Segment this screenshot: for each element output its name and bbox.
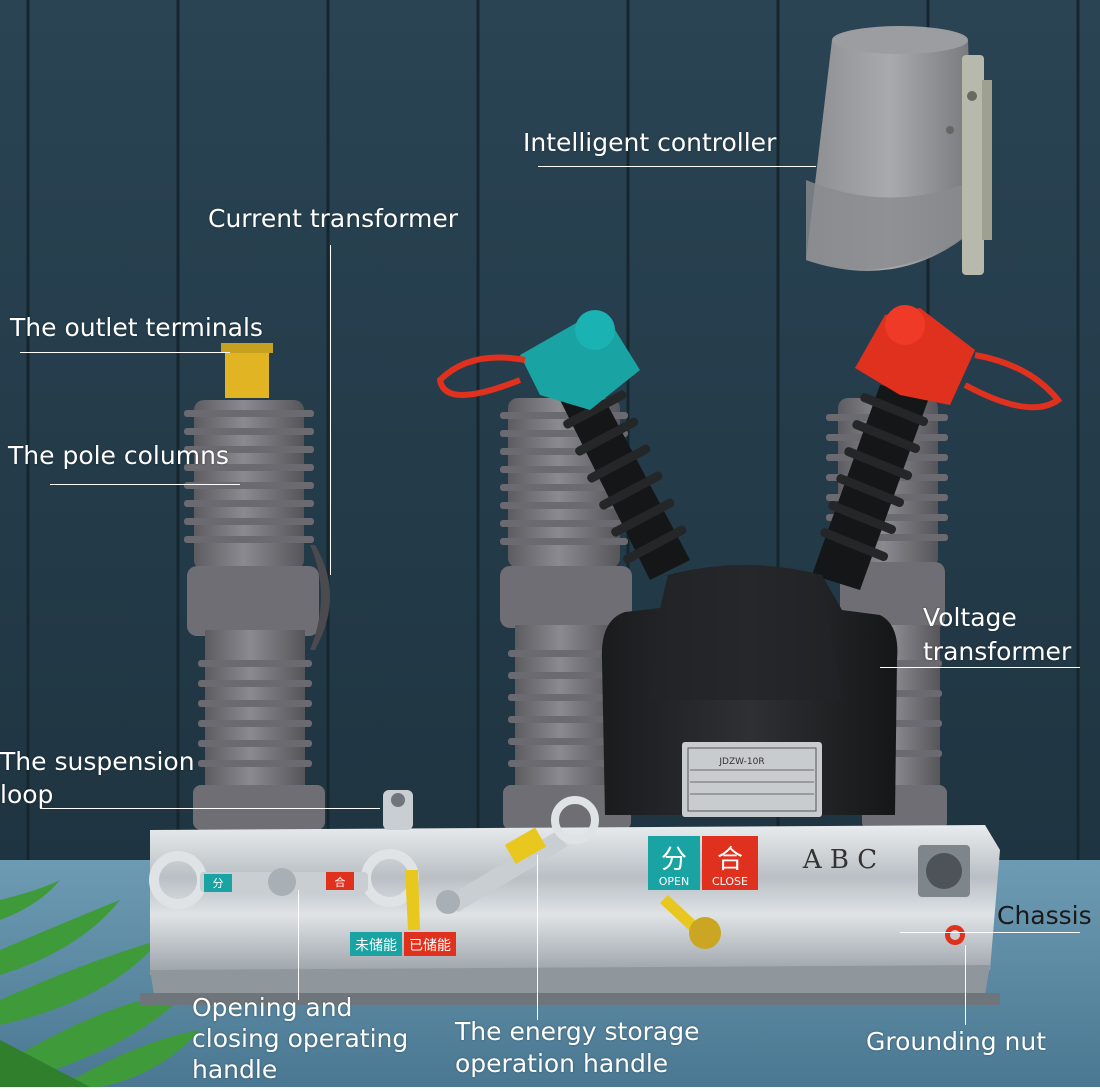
label-voltage-transformer-line2: transformer <box>923 637 1072 666</box>
label-opening-closing-line1: Opening and <box>192 993 353 1022</box>
nameplate-model: JDZW-10R <box>718 757 764 767</box>
label-energy-storage-line1: The energy storage <box>455 1017 700 1046</box>
small-open-marker: 分 <box>213 877 224 890</box>
nameplate <box>682 742 822 817</box>
leader-energy-storage-handle <box>537 855 538 1020</box>
palm-leaf-decoration <box>0 880 200 1087</box>
not-stored-tag <box>350 932 402 956</box>
leader-suspension-loop <box>40 808 380 809</box>
phase-letters: A B C <box>802 845 877 875</box>
red-bushing <box>812 305 1063 590</box>
label-suspension-loop-line2: loop <box>0 780 54 809</box>
close-en-text: CLOSE <box>712 875 748 888</box>
leader-intelligent-controller <box>538 166 816 167</box>
label-energy-storage-line2: operation handle <box>455 1049 669 1078</box>
label-pole-columns: The pole columns <box>8 441 229 470</box>
label-intelligent-controller: Intelligent controller <box>523 128 777 157</box>
label-suspension-loop-line1: The suspension <box>0 747 195 776</box>
intelligent-controller <box>806 26 992 275</box>
not-stored-text: 未储能 <box>355 938 397 954</box>
close-cn-text: 合 <box>717 845 743 875</box>
leader-voltage-transformer <box>880 667 1080 668</box>
label-opening-closing-line2: closing operating <box>192 1024 409 1053</box>
leader-pole-columns <box>50 484 240 485</box>
leader-chassis <box>900 932 1080 933</box>
open-en-text: OPEN <box>659 875 689 888</box>
teal-bushing <box>436 310 690 580</box>
label-outlet-terminals: The outlet terminals <box>10 313 263 342</box>
label-opening-closing-line3: handle <box>192 1055 278 1084</box>
label-current-transformer: Current transformer <box>208 204 459 233</box>
suspension-loop-shape <box>383 790 413 830</box>
leader-opening-closing-handle <box>298 890 299 1000</box>
leader-outlet-terminals <box>20 352 230 353</box>
leader-current-transformer <box>330 245 331 575</box>
small-close-marker: 合 <box>335 875 346 889</box>
label-grounding-nut: Grounding nut <box>866 1027 1047 1056</box>
open-indicator <box>648 836 700 890</box>
open-cn-text: 分 <box>661 845 687 875</box>
stored-text: 已储能 <box>409 938 451 954</box>
voltage-transformer-body: JDZW-10R <box>601 565 898 817</box>
leader-grounding-nut <box>965 945 966 1025</box>
stainless-chassis: 分 合 未储能 已储能 分 OPEN 合 CLOSE A B C <box>140 790 1000 1005</box>
stored-tag <box>404 932 456 956</box>
pole-column-left <box>184 343 330 830</box>
label-chassis: Chassis <box>997 901 1092 930</box>
close-indicator <box>702 836 758 890</box>
label-voltage-transformer-line1: Voltage <box>923 603 1017 632</box>
